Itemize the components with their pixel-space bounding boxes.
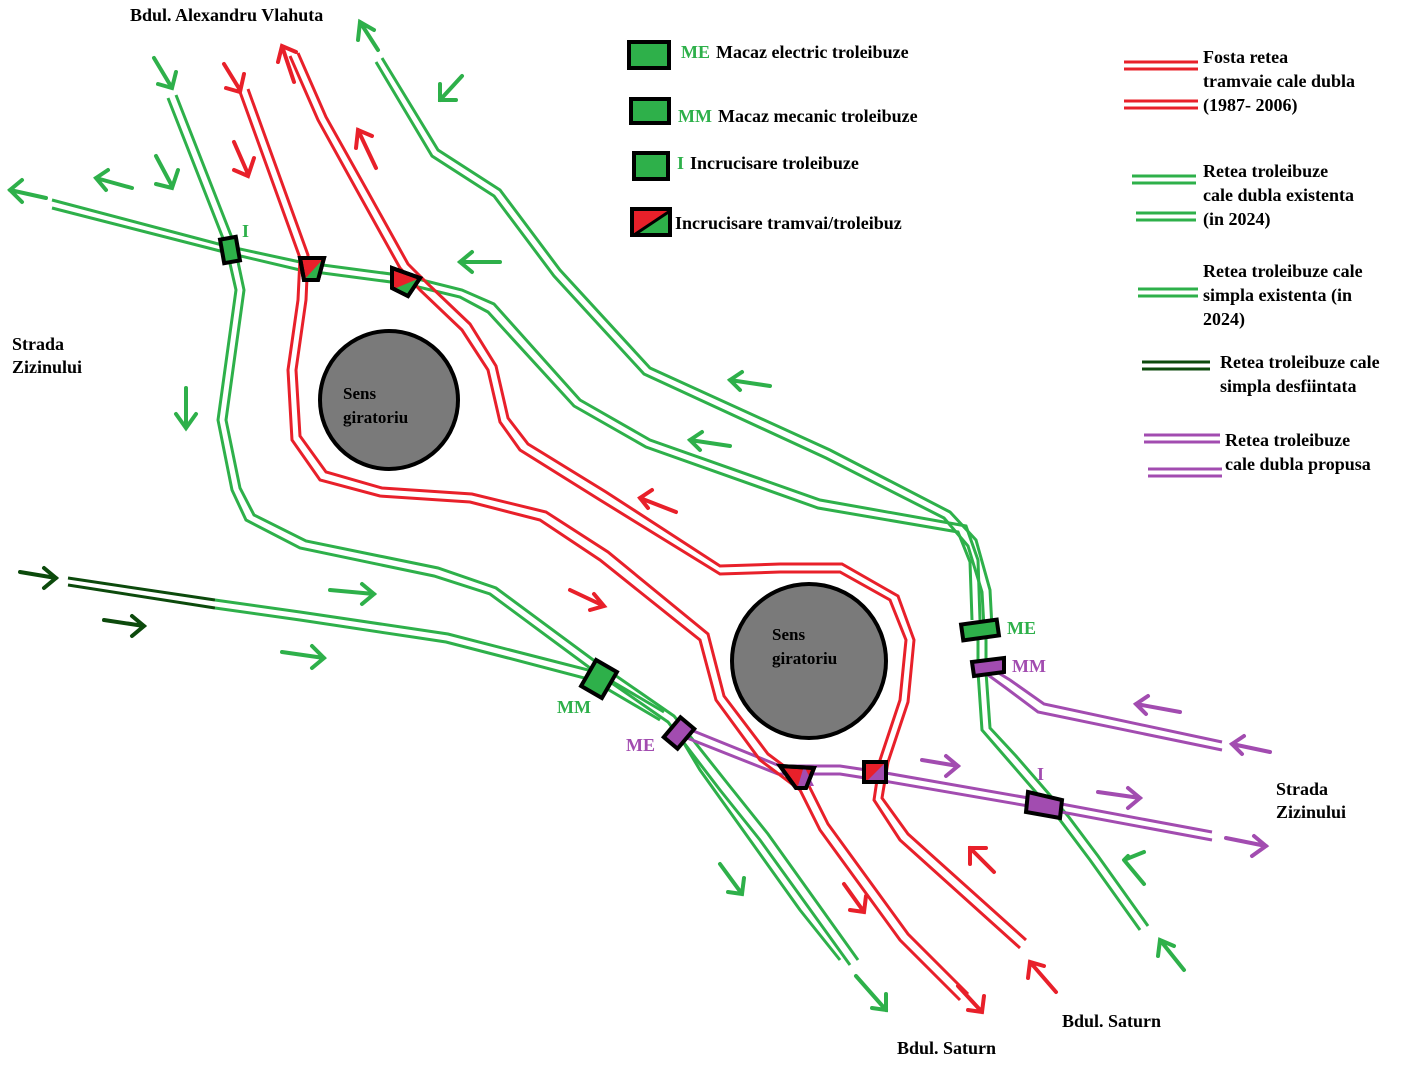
purple-line-east-b (983, 670, 1223, 752)
legend-line-trolley-abolished-text-1: Retea troleibuze cale (1220, 352, 1380, 372)
legend-symbol-i-label: Incrucisare troleibuze (690, 153, 859, 173)
legend-line-trolley-proposed-text-1: Retea troleibuze (1225, 430, 1350, 450)
legend-symbol-mm-label: Macaz mecanic troleibuze (718, 106, 918, 126)
switch-mm-right (969, 655, 1006, 679)
green-line-north-b (51, 206, 974, 621)
trolleybus-line-abolished (67, 576, 216, 610)
legend-line-trolley-abolished-text-2: simpla desfiintata (1220, 376, 1357, 396)
legend-line-trolley-proposed: Retea troleibuze cale dubla propusa (1144, 430, 1371, 478)
legend-symbol-tram-crossing: Incrucisare tramvai/troleibuz (630, 207, 902, 237)
tram-crossing-top-2 (390, 265, 424, 299)
red-line-b-2 (296, 52, 1028, 942)
green-line-branch-a (674, 729, 842, 961)
street-label-zizinului-right-2: Zizinului (1276, 802, 1346, 822)
street-label-vlahuta: Bdul. Alexandru Vlahuta (130, 5, 323, 25)
roundabout-left: Sens giratoriu (318, 329, 460, 471)
street-label-zizinului-right-1: Strada (1276, 779, 1328, 799)
legend-symbol-i-code: I (677, 153, 684, 173)
legend-symbol-tram-crossing-label: Incrucisare tramvai/troleibuz (675, 213, 902, 233)
tram-crossing-bottom-1 (775, 763, 817, 790)
legend-line-trolley-proposed-text-2: cale dubla propusa (1225, 454, 1371, 474)
legend-line-trolley-double-text-2: cale dubla existenta (1203, 185, 1354, 205)
legend-line-trolley-single-text-2: simpla existenta (in (1203, 285, 1352, 306)
switch-mm-left (578, 657, 620, 701)
green-line-north-a (51, 198, 982, 621)
legend-line-trolley-single-text-3: 2024) (1203, 309, 1245, 330)
node-label-i-right: I (1037, 764, 1044, 784)
legend-symbol-me-code: ME (681, 42, 710, 62)
trolleybus-lines-existing (51, 57, 1150, 966)
street-label-saturn-2: Bdul. Saturn (897, 1038, 996, 1058)
legend-symbol-mm: MM Macaz mecanic troleibuze (629, 97, 918, 126)
legend-line-trolley-double-text-3: (in 2024) (1203, 209, 1271, 230)
green-line-east-b (984, 630, 1150, 927)
legend-line-trolley-abolished: Retea troleibuze cale simpla desfiintata (1142, 352, 1380, 396)
street-label-zizinului-left-2: Zizinului (12, 357, 82, 377)
legend-symbol-mm-code: MM (678, 106, 712, 126)
purple-line-south-b (681, 734, 1213, 842)
tram-crossing-bottom-2 (862, 760, 888, 784)
crossing-i-right (1023, 789, 1065, 821)
legend-line-trolley-single-text-1: Retea troleibuze cale (1203, 261, 1363, 281)
legend-symbol-i: I Incrucisare troleibuze (632, 151, 859, 181)
tram-lines-former (238, 52, 1028, 1002)
green-line-outer-b (374, 61, 986, 629)
node-label-me-mid: ME (626, 735, 655, 755)
node-label-i-top: I (242, 221, 249, 241)
direction-arrows-red (222, 43, 1058, 1015)
roundabout-right: Sens giratoriu (730, 582, 888, 740)
legend-lines: Fosta retea tramvaie cale dubla (1987- 2… (1124, 47, 1380, 478)
red-line-a-1 (238, 91, 962, 1002)
switch-me-right (958, 617, 1002, 643)
legend-symbol-me-label: Macaz electric troleibuze (716, 42, 909, 62)
node-label-mm-right: MM (1012, 656, 1046, 676)
legend-line-tram-text-1: Fosta retea (1203, 47, 1288, 67)
street-label-zizinului-left-1: Strada (12, 334, 64, 354)
tram-crossing-top-1 (297, 256, 327, 282)
roundabout-left-line1: Sens (343, 384, 376, 403)
red-line-a-2 (246, 88, 970, 996)
node-label-me-right: ME (1007, 618, 1036, 638)
legend-line-tram-text-3: (1987- 2006) (1203, 95, 1297, 116)
street-label-saturn-1: Bdul. Saturn (1062, 1011, 1161, 1031)
legend-line-trolley-single: Retea troleibuze cale simpla existenta (… (1138, 261, 1363, 330)
switch-me-purple-left (660, 714, 698, 752)
legend-line-trolley-double: Retea troleibuze cale dubla existenta (i… (1132, 161, 1354, 230)
direction-arrows-purple (920, 694, 1272, 858)
node-label-mm-left: MM (557, 697, 591, 717)
legend-line-trolley-double-text-1: Retea troleibuze (1203, 161, 1328, 181)
crossing-i-top (217, 234, 243, 266)
direction-arrows-green (7, 18, 1186, 1013)
direction-arrows-dark-green (18, 566, 148, 638)
purple-line-south-a (685, 726, 1213, 834)
legend-line-tram-text-2: tramvaie cale dubla (1203, 71, 1355, 91)
green-line-west-b (174, 94, 860, 961)
legend-symbols: ME Macaz electric troleibuze MM Macaz me… (627, 40, 918, 237)
junction-symbols (217, 234, 1065, 821)
roundabout-right-line1: Sens (772, 625, 805, 644)
roundabout-left-line2: giratoriu (343, 408, 408, 427)
roundabout-right-line2: giratoriu (772, 649, 837, 668)
legend-symbol-me: ME Macaz electric troleibuze (627, 40, 909, 70)
green-line-outer-a (380, 57, 994, 629)
legend-line-tram: Fosta retea tramvaie cale dubla (1987- 2… (1124, 47, 1355, 116)
green-line-west-a (166, 97, 852, 966)
